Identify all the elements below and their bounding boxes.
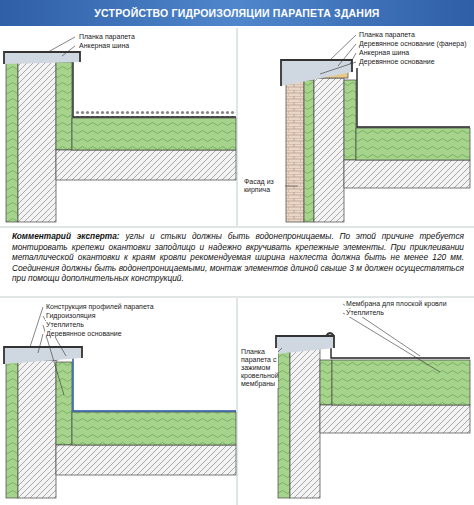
part-label: Деревянное основание	[358, 58, 436, 66]
part-label: Деревянное основание	[45, 330, 123, 338]
expert-comment: Комментарий эксперта: углы и стыки должн…	[12, 231, 464, 284]
part-label: Анкерная шина	[358, 49, 410, 57]
part-label: Фасад из кирпича	[243, 178, 285, 194]
part-label: Утеплитель	[45, 321, 85, 329]
part-label: Гидроизоляция	[45, 312, 97, 320]
part-label: Планка парапета	[78, 33, 136, 41]
part-label: Утеплитель	[345, 309, 385, 317]
part-label: Мембрана для плоской кровли	[345, 300, 448, 308]
comment-heading: Комментарий эксперта:	[12, 231, 120, 241]
part-label: Планка парапета	[358, 31, 416, 39]
part-label: Анкерная шина	[78, 42, 130, 50]
part-label: Деревянное основание (фанера)	[358, 40, 467, 48]
part-label: Планка парапета с зажимом кровельной мем…	[240, 348, 278, 388]
title: УСТРОЙСТВО ГИДРОИЗОЛЯЦИИ ПАРАПЕТА ЗДАНИЯ	[0, 0, 474, 26]
part-label: Конструкция профилей парапета	[45, 303, 155, 311]
